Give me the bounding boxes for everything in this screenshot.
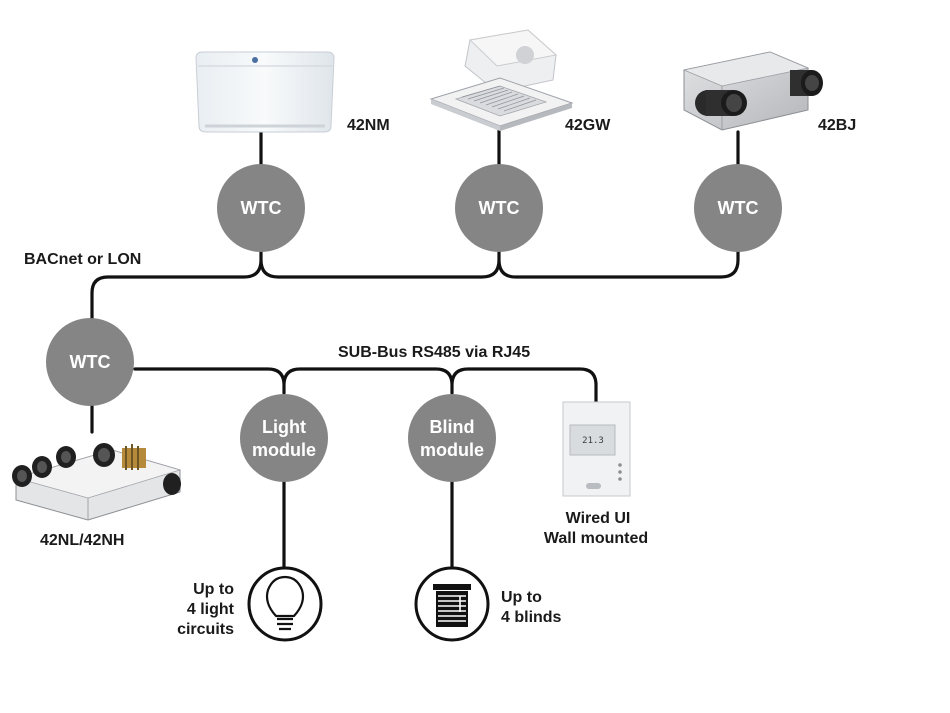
- wired-ui-label-2: Wall mounted: [544, 530, 648, 547]
- wtc-node-42nm: WTC: [217, 164, 305, 252]
- device-label-42nm: 42NM: [347, 117, 390, 134]
- window-blind-icon: [414, 566, 490, 642]
- light-count-label-1: Up to: [193, 581, 234, 598]
- floor-console-fan-coil-icon: [195, 51, 335, 133]
- light-bulb-icon: [247, 566, 323, 642]
- ceiling-cassette-icon: [429, 29, 574, 131]
- device-label-42bj: 42BJ: [818, 117, 856, 134]
- wall-thermostat-icon: 21.3: [562, 401, 631, 497]
- device-label-42nl: 42NL/42NH: [40, 532, 124, 549]
- device-label-42gw: 42GW: [565, 117, 611, 134]
- light-count-label-2: 4 light: [187, 601, 235, 618]
- blind-module-label-1: Blind: [430, 417, 475, 437]
- blind-module-node: Blind module: [408, 394, 496, 482]
- sub-bus-line: [133, 367, 598, 404]
- wtc-label: WTC: [241, 198, 282, 218]
- blind-module-label-2: module: [420, 440, 484, 460]
- wtc-label: WTC: [479, 198, 520, 218]
- sub-bus-label: SUB-Bus RS485 via RJ45: [338, 344, 530, 361]
- wtc-label: WTC: [718, 198, 759, 218]
- wtc-node-42gw: WTC: [455, 164, 543, 252]
- wtc-node-42nl: WTC: [46, 318, 134, 406]
- light-module-node: Light module: [240, 394, 328, 482]
- wired-ui-label-1: Wired UI: [566, 510, 631, 527]
- blind-count-label-1: Up to: [501, 589, 542, 606]
- blind-count-label-2: 4 blinds: [501, 609, 562, 626]
- wtc-node-42bj: WTC: [694, 164, 782, 252]
- light-module-label-1: Light: [262, 417, 306, 437]
- wtc-label: WTC: [70, 352, 111, 372]
- wiring: [90, 128, 740, 574]
- light-module-label-2: module: [252, 440, 316, 460]
- bacnet-bus-line: [90, 248, 740, 322]
- bacnet-bus-label: BACnet or LON: [24, 251, 141, 268]
- ducted-unit-with-outlets-icon: [12, 443, 182, 521]
- ducted-unit-icon: [682, 51, 823, 131]
- light-count-label-3: circuits: [177, 621, 234, 638]
- thermostat-display: 21.3: [582, 436, 604, 446]
